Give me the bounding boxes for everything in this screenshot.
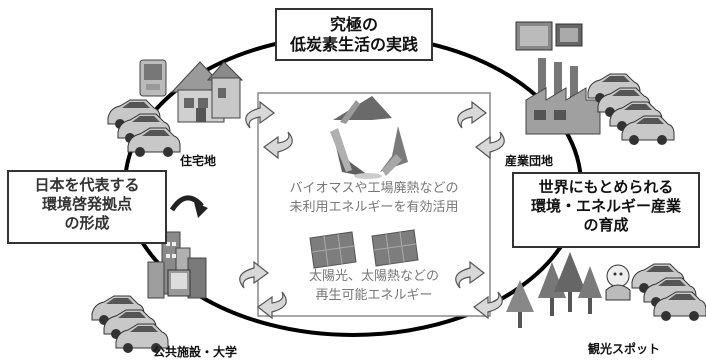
house-icon — [170, 61, 244, 123]
right-goal-line-1: 世界にもとめられる — [538, 178, 674, 196]
node-label-industrial: 産業団地 — [505, 154, 554, 168]
smart-meter-icon — [139, 59, 167, 97]
solar-line-1: 太陽光、太陽熱などの — [308, 269, 439, 284]
center-panel — [257, 92, 491, 317]
right-goal-line-3: の育成 — [583, 215, 629, 234]
curved-arrow-icon — [169, 195, 208, 218]
monitor-icon — [515, 21, 583, 51]
left-goal-line-1: 日本を代表する — [34, 176, 140, 194]
solar-line-2: 再生可能エネルギー — [315, 287, 433, 303]
title-line-2: 低炭素生活の実践 — [289, 35, 418, 54]
ev-cars-residential — [107, 99, 181, 158]
biomass-line-2: 未利用エネルギーを有効活用 — [289, 199, 459, 215]
factory-icon — [525, 58, 601, 135]
node-label-tourism: 観光スポット — [588, 342, 661, 356]
biomass-line-1: バイオマスや工場廃熱などの — [289, 181, 459, 196]
left-goal-line-3: の形成 — [64, 213, 110, 232]
node-label-residential: 住宅地 — [180, 154, 217, 168]
exchange-arrow-icon — [245, 100, 293, 160]
exchange-arrow-icon — [455, 260, 503, 320]
trees-icon — [506, 252, 602, 328]
left-goal-box: 日本を代表する 環境啓発拠点 の形成 — [7, 170, 167, 244]
ev-cars-tourism — [631, 263, 706, 322]
node-label-public: 公共施設・大学 — [153, 345, 238, 359]
right-goal-box: 世界にもとめられる 環境・エネルギー産業 の育成 — [512, 172, 700, 248]
solar-panel-icon — [309, 229, 419, 269]
ev-cars-industrial — [587, 73, 675, 146]
person-icon — [605, 264, 631, 301]
biomass-text: バイオマスや工場廃熱などの 未利用エネルギーを有効活用 — [264, 180, 484, 218]
tablet-icon — [167, 269, 191, 297]
recycle-icon — [330, 96, 408, 179]
title-line-1: 究極の — [329, 15, 378, 34]
exchange-arrow-icon — [457, 100, 505, 160]
exchange-arrow-icon — [239, 260, 287, 320]
title-box: 究極の 低炭素生活の実践 — [275, 8, 433, 61]
left-goal-line-2: 環境啓発拠点 — [41, 194, 132, 213]
right-goal-line-2: 環境・エネルギー産業 — [530, 196, 681, 215]
solar-text: 太陽光、太陽熱などの 再生可能エネルギー — [264, 268, 484, 306]
